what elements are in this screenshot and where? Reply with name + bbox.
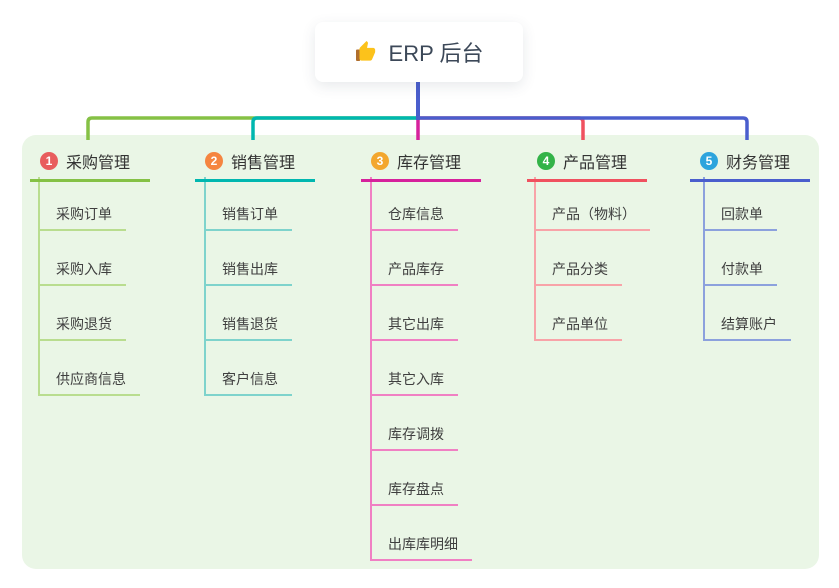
branch-spine-line — [703, 177, 705, 341]
branch-label: 销售管理 — [231, 155, 296, 172]
root-title: ERP 后台 — [388, 41, 484, 66]
branch-header-5[interactable]: 5 财务管理 — [690, 149, 811, 182]
branch-number-badge: 2 — [205, 152, 223, 170]
branch-header-2[interactable]: 2 销售管理 — [195, 149, 316, 182]
branch-label: 财务管理 — [726, 155, 791, 172]
child-node[interactable]: 仓库信息 — [370, 205, 458, 231]
branch-label: 库存管理 — [397, 155, 462, 172]
child-node[interactable]: 采购订单 — [38, 205, 126, 231]
child-node[interactable]: 其它入库 — [370, 370, 458, 396]
child-node[interactable]: 客户信息 — [204, 370, 292, 396]
child-node[interactable]: 其它出库 — [370, 315, 458, 341]
branch-spine-line — [204, 177, 206, 396]
child-node[interactable]: 销售退货 — [204, 315, 292, 341]
branch-header-4[interactable]: 4 产品管理 — [527, 149, 648, 182]
branch-spine-line — [534, 177, 536, 341]
branch-label: 采购管理 — [66, 155, 131, 172]
child-node[interactable]: 产品（物料） — [534, 205, 650, 231]
child-node[interactable]: 采购入库 — [38, 260, 126, 286]
child-node[interactable]: 产品单位 — [534, 315, 622, 341]
branch-number-badge: 3 — [371, 152, 389, 170]
branch-header-3[interactable]: 3 库存管理 — [361, 149, 482, 182]
root-node[interactable]: ERP 后台 — [315, 22, 523, 82]
child-node[interactable]: 付款单 — [703, 260, 777, 286]
child-node[interactable]: 销售订单 — [204, 205, 292, 231]
child-node[interactable]: 产品分类 — [534, 260, 622, 286]
child-node[interactable]: 供应商信息 — [38, 370, 140, 396]
child-node[interactable]: 出库库明细 — [370, 535, 472, 561]
child-node[interactable]: 产品库存 — [370, 260, 458, 286]
branch-header-1[interactable]: 1 采购管理 — [30, 149, 151, 182]
child-node[interactable]: 库存调拨 — [370, 425, 458, 451]
child-node[interactable]: 销售出库 — [204, 260, 292, 286]
child-node[interactable]: 结算账户 — [703, 315, 791, 341]
branch-number-badge: 5 — [700, 152, 718, 170]
child-node[interactable]: 库存盘点 — [370, 480, 458, 506]
branch-number-badge: 1 — [40, 152, 58, 170]
branch-label: 产品管理 — [563, 155, 628, 172]
child-node[interactable]: 采购退货 — [38, 315, 126, 341]
branch-number-badge: 4 — [537, 152, 555, 170]
child-node[interactable]: 回款单 — [703, 205, 777, 231]
branch-spine-line — [38, 177, 40, 396]
branches-panel — [22, 135, 819, 569]
branch-spine-line — [370, 177, 372, 561]
thumbs-up-icon — [355, 40, 379, 64]
